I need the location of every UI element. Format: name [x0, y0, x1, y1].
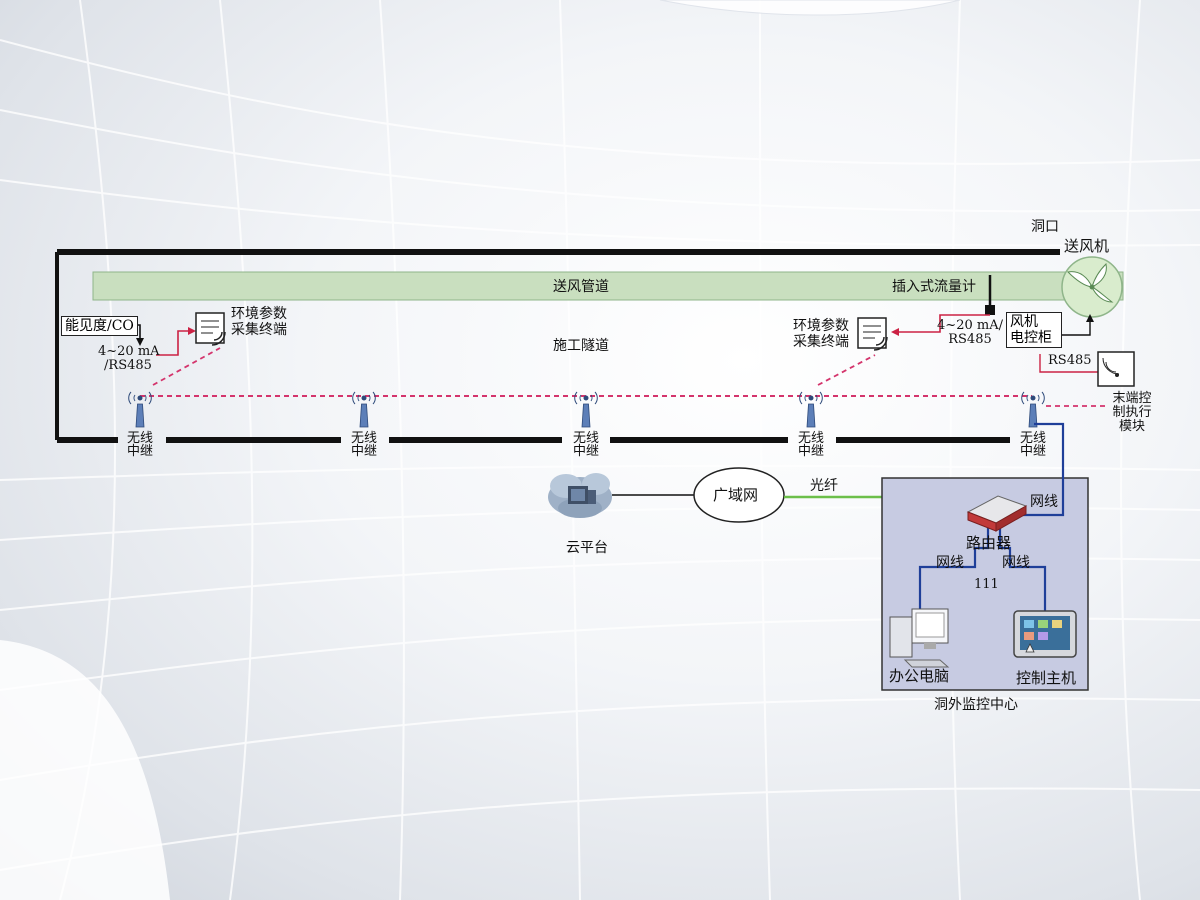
end-module-line2: 制执行 [1112, 405, 1152, 420]
fiber-label: 光纤 [810, 478, 838, 494]
wireless-link-env-2 [817, 354, 876, 386]
portal-label: 洞口 [1031, 219, 1059, 235]
signal-line-1 [156, 330, 192, 356]
wan-ellipse [693, 467, 785, 523]
relay-3-line2: 中继 [572, 444, 599, 459]
wireless-relay-icon [574, 391, 598, 428]
wireless-link-env-1 [152, 347, 221, 386]
relay-5-line2: 中继 [1019, 444, 1046, 459]
fan-cabinet-box: 风机 电控柜 [1006, 312, 1062, 348]
env-terminal-icon-2 [857, 317, 888, 351]
relay-icons [128, 391, 1045, 428]
relay-1-line1: 无线 [126, 431, 153, 446]
wireless-relay-icon [1021, 391, 1045, 428]
wireless-relay-icon [128, 391, 152, 428]
flowmeter-head [985, 305, 995, 315]
signal-label-2-line2: RS485 [948, 332, 992, 347]
port-label: 111 [974, 577, 999, 592]
relay-label-5: 无线 中继 [1011, 432, 1055, 458]
relay-1-line2: 中继 [126, 444, 153, 459]
monitor-center-title: 洞外监控中心 [934, 697, 1018, 713]
cloud-label: 云平台 [566, 540, 608, 556]
cabinet-rs485-line [1039, 354, 1098, 373]
relay-label-1: 无线 中继 [118, 432, 162, 458]
relay-2-line2: 中继 [350, 444, 377, 459]
cabinet-to-fan-line [1060, 318, 1091, 336]
env-terminal-label-2: 环境参数 采集终端 [793, 318, 849, 350]
env-terminal-1-line2: 采集终端 [231, 322, 287, 338]
ethernet-relay-router [1022, 422, 1065, 517]
signal-label-1: 4~20 mA /RS485 [98, 344, 160, 373]
signal-label-1-line1: 4~20 mA [98, 344, 160, 359]
pc-label: 办公电脑 [889, 667, 950, 685]
relay-2-line1: 无线 [350, 431, 377, 446]
rs485-label: RS485 [1048, 353, 1092, 368]
end-module-icon [1097, 351, 1135, 387]
env-terminal-label-1: 环境参数 采集终端 [231, 306, 287, 338]
end-module-label: 末端控 制执行 模块 [1106, 392, 1158, 434]
relay-4-line1: 无线 [797, 431, 824, 446]
env-terminal-1-line1: 环境参数 [231, 306, 287, 322]
net-label-1: 网线 [1030, 494, 1058, 510]
duct-label: 送风管道 [553, 279, 609, 295]
relay-label-4: 无线 中继 [789, 432, 833, 458]
env-terminal-icon-1 [195, 312, 226, 346]
fan-label: 送风机 [1064, 237, 1110, 255]
relay-3-line1: 无线 [572, 431, 599, 446]
relay-label-3: 无线 中继 [564, 432, 608, 458]
relay-5-line1: 无线 [1019, 431, 1046, 446]
relay-label-2: 无线 中继 [342, 432, 386, 458]
flowmeter-label: 插入式流量计 [892, 279, 976, 295]
control-host-icon [1013, 610, 1077, 658]
net-label-2: 网线 [936, 555, 964, 571]
net-label-3: 网线 [1002, 555, 1030, 571]
cloud-platform-icon [548, 473, 612, 518]
env-terminal-2-line1: 环境参数 [793, 318, 849, 334]
office-pc-icon [889, 608, 950, 668]
ethernet-router-pc [918, 525, 990, 613]
fan-icon [1061, 256, 1123, 318]
signal-label-1-line2: /RS485 [104, 358, 152, 373]
supply-duct [92, 271, 1124, 301]
wireless-relay-icon [799, 391, 823, 428]
relay-4-line2: 中继 [797, 444, 824, 459]
router-label: 路由器 [966, 534, 1012, 552]
end-module-line3: 模块 [1118, 419, 1145, 434]
sensor-box: 能见度/CO [61, 316, 138, 336]
wireless-relay-icon [352, 391, 376, 428]
signal-label-2-line1: 4~20 mA/ [937, 318, 1003, 333]
signal-line-2 [895, 314, 990, 333]
fan-cabinet-line2: 电控柜 [1010, 330, 1052, 346]
wan-label: 广域网 [713, 486, 759, 504]
ethernet-router-controller [998, 525, 1047, 611]
tunnel-label: 施工隧道 [553, 338, 609, 354]
fan-cabinet-line1: 风机 [1010, 314, 1038, 330]
env-terminal-2-line2: 采集终端 [793, 334, 849, 350]
end-module-line1: 末端控 [1112, 391, 1152, 406]
controller-label: 控制主机 [1016, 669, 1077, 687]
router-icon [966, 495, 1028, 532]
signal-label-2: 4~20 mA/ RS485 [934, 319, 1006, 347]
